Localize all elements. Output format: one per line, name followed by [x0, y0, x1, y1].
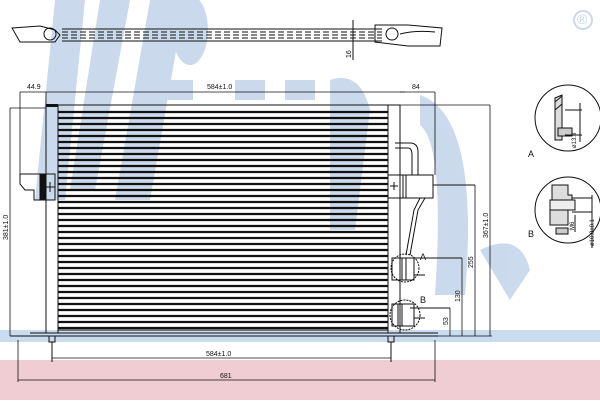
detail-b-dimension: ø10.8±0.1	[590, 218, 596, 246]
detail-a-label: A	[528, 149, 534, 159]
port-b-height-dim: 130	[455, 290, 462, 302]
bottom-port-height-dim: 53	[443, 317, 450, 325]
top-width-dim: 584±1.0	[207, 84, 232, 91]
detail-b-thread: M6	[570, 221, 576, 230]
right-pipework	[387, 142, 475, 331]
detail-b	[534, 176, 600, 248]
bottom-width-dim: 584±1.0	[206, 351, 231, 358]
bottom-rail	[10, 332, 438, 362]
top-view	[11, 20, 443, 60]
right-height-dim: 367±1.0	[483, 213, 490, 238]
watermark-logo	[35, 0, 593, 300]
overall-width-dim: 681	[220, 373, 232, 380]
right-offset-dim: 84	[412, 84, 420, 91]
registered-mark: ®	[577, 11, 588, 27]
left-height-dim: 381±1.0	[3, 215, 10, 240]
detail-b-label: B	[528, 229, 534, 239]
top-thickness-dim: 16	[346, 50, 353, 58]
port-a-height-dim: 255	[468, 256, 475, 268]
dimension-lines	[9, 91, 492, 382]
left-offset-dim: 44.9	[27, 84, 41, 91]
detail-a-dimension: ø13.8	[572, 132, 578, 148]
port-a-label: A	[420, 252, 426, 262]
port-b-label: B	[420, 295, 426, 305]
left-bracket	[19, 173, 56, 201]
detail-a	[534, 84, 600, 152]
condenser-core	[45, 104, 401, 334]
